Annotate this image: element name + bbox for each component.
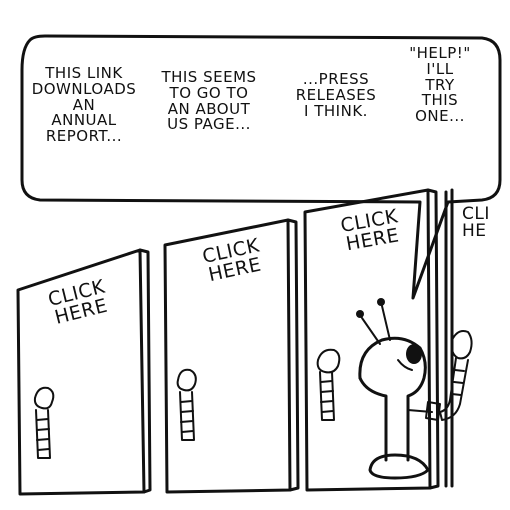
bubble-note-about-us: THIS SEEMS TO GO TO AN ABOUT US PAGE... (161, 68, 257, 134)
door-1 (16, 248, 152, 496)
door-3 (303, 188, 440, 492)
bubble-note-annual-report: THIS LINK DOWNLOADS AN ANNUAL REPORT... (31, 64, 137, 145)
speech-bubble-outline (20, 34, 502, 300)
cartoon-character (356, 298, 473, 480)
bubble-note-press-releases: ...PRESS RELEASES I THINK. (295, 70, 377, 120)
door-4 (444, 188, 454, 488)
door-handle-3 (316, 348, 341, 374)
door-2 (163, 218, 300, 494)
door-handle-1 (33, 386, 55, 410)
door-4-click-here-label: CLI HE (462, 204, 490, 241)
door-handle-2 (176, 368, 197, 392)
bubble-note-help: "HELP!" I'LL TRY THIS ONE... (409, 44, 471, 125)
